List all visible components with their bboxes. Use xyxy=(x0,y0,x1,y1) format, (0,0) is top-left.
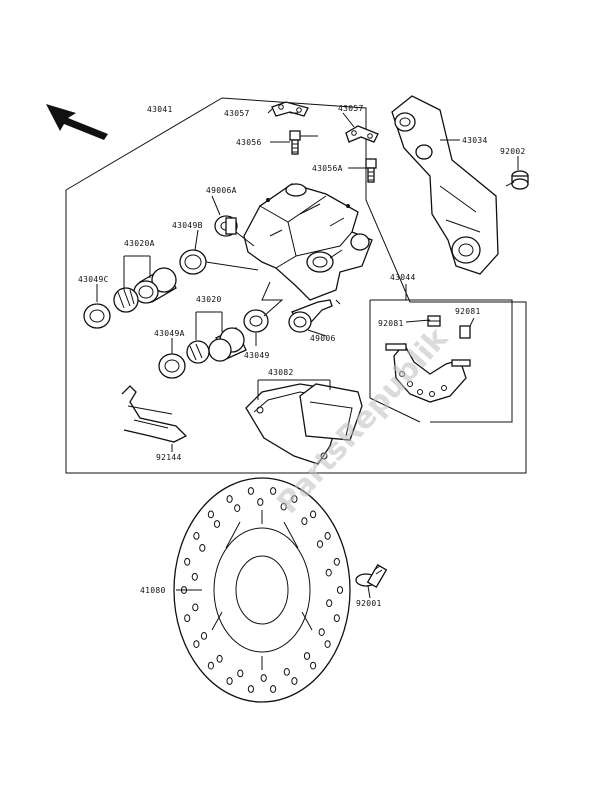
label-43049b: 43049B xyxy=(172,221,203,230)
rotor-hole xyxy=(333,614,340,623)
label-43041: 43041 xyxy=(147,105,173,114)
brake-pad-set xyxy=(245,383,363,465)
label-49006: 49006 xyxy=(310,334,336,343)
label-92081-a: 92081 xyxy=(378,319,404,328)
rotor-hole xyxy=(310,661,317,670)
brake-shim-bracket xyxy=(385,342,471,403)
rotor-hole xyxy=(216,654,223,663)
rotor-hole xyxy=(324,532,331,540)
rotor-hole xyxy=(192,603,199,612)
front-arrow-icon xyxy=(46,104,108,140)
disc-mounting-bolt xyxy=(355,563,388,589)
part-labels: 43041 43057 43057 43034 92002 43056 4305… xyxy=(78,104,526,608)
brake-disc-rotor xyxy=(173,477,351,703)
rotor-hole xyxy=(260,674,267,682)
rotor-hole xyxy=(301,517,308,526)
pad-pin-plug-a xyxy=(427,315,441,327)
label-92081-b: 92081 xyxy=(455,307,481,316)
rotor-hole xyxy=(283,668,290,676)
bleeder-valve-a xyxy=(289,130,301,155)
label-43057-a: 43057 xyxy=(224,109,250,118)
label-43049c: 43049C xyxy=(78,275,109,284)
label-92144: 92144 xyxy=(156,453,182,462)
rotor-hole xyxy=(191,572,198,581)
rotor-hole xyxy=(270,685,277,693)
rotor-hole xyxy=(291,677,298,685)
rotor-hole xyxy=(325,568,332,577)
dust-seal-c xyxy=(83,303,111,329)
pad-spring-clip-b xyxy=(345,125,379,143)
label-92002: 92002 xyxy=(500,147,526,156)
rotor-hole xyxy=(199,544,206,552)
rotor-hole xyxy=(247,487,254,495)
piston-b xyxy=(208,327,247,362)
piston-seal-b xyxy=(179,249,207,275)
rotor-hole xyxy=(226,495,233,503)
rotor-hole xyxy=(237,669,244,678)
rotor-hole xyxy=(213,520,221,528)
rotor-hole xyxy=(247,685,254,693)
piston-a xyxy=(133,267,177,304)
rotor-hole xyxy=(326,599,333,608)
rotor-hole xyxy=(291,495,298,503)
label-43056: 43056 xyxy=(236,138,262,147)
rotor-hole xyxy=(303,652,311,660)
rotor-hole xyxy=(193,532,200,540)
piston-insulator-b xyxy=(186,340,210,364)
label-49006a: 49006A xyxy=(206,186,237,195)
dust-boot-a xyxy=(214,215,238,237)
rotor-hole xyxy=(226,677,233,685)
label-43020a: 43020A xyxy=(124,239,155,248)
pad-spring-clip-a xyxy=(271,101,309,117)
rotor-hole xyxy=(207,510,214,519)
rotor-hole xyxy=(184,614,191,623)
label-43049: 43049 xyxy=(244,351,270,360)
rotor-hole xyxy=(318,628,325,636)
label-43020: 43020 xyxy=(196,295,222,304)
rotor-hole xyxy=(257,498,264,506)
shim-assembly-frame xyxy=(370,299,513,423)
rotor-hole xyxy=(333,557,340,566)
rotor-hole xyxy=(200,632,208,640)
label-43056a: 43056A xyxy=(312,164,343,173)
label-43049a: 43049A xyxy=(154,329,185,338)
bleeder-valve-b xyxy=(365,158,377,183)
caliper-assembly-frame xyxy=(65,97,527,474)
rotor-hole xyxy=(270,487,277,495)
piston-insulator-a xyxy=(113,287,139,313)
label-41080: 41080 xyxy=(140,586,166,595)
brake-caliper-body xyxy=(243,183,373,301)
bracket-bolt xyxy=(505,170,529,190)
pad-spring xyxy=(121,385,188,443)
label-92001: 92001 xyxy=(356,599,382,608)
label-43044: 43044 xyxy=(390,273,416,282)
rotor-hole xyxy=(234,504,241,513)
label-43082: 43082 xyxy=(268,368,294,377)
label-43034: 43034 xyxy=(462,136,488,145)
rotor-hole xyxy=(184,557,191,566)
pad-pin-plug-b xyxy=(459,325,471,339)
rotor-hole xyxy=(193,640,200,648)
rotor-hole xyxy=(280,502,287,511)
rotor-hole xyxy=(336,586,344,594)
rotor-hole xyxy=(310,510,317,519)
rotor-hole xyxy=(324,640,331,648)
label-43057-b: 43057 xyxy=(338,104,364,113)
caliper-bracket xyxy=(391,95,499,275)
rotor-hole xyxy=(207,661,214,670)
dust-seal-a xyxy=(158,353,186,379)
leader-lines xyxy=(96,108,519,599)
caliper-slide-pin xyxy=(288,299,333,333)
piston-seal xyxy=(243,309,269,333)
rotor-hole xyxy=(316,540,324,548)
